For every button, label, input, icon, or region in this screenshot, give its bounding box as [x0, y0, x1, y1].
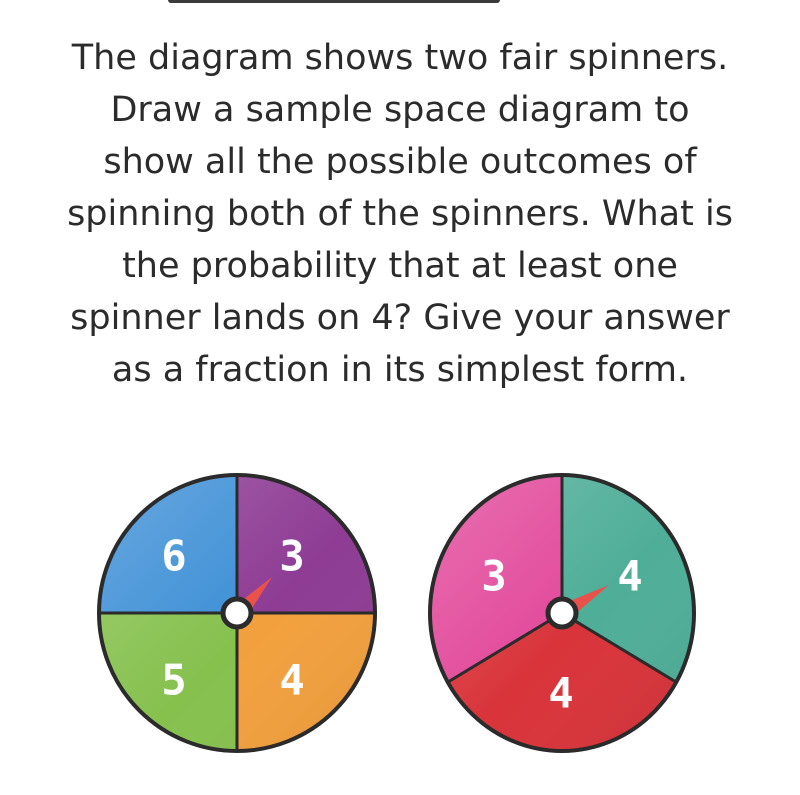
question-line: The diagram shows two fair spinners. [71, 38, 729, 78]
spinner-2: 4 4 3 [428, 473, 696, 753]
question-text: The diagram shows two fair spinners. Dra… [0, 32, 800, 396]
spinner-2-divider [561, 611, 677, 684]
question-line: show all the possible outcomes of [103, 142, 697, 182]
spinner-1-label: 6 [161, 532, 186, 581]
spinner-2-label: 4 [617, 552, 642, 601]
spinner-1-hub [220, 596, 254, 630]
question-line: spinner lands on 4? Give your answer [70, 298, 730, 338]
top-bar [168, 0, 500, 3]
spinner-2-divider [447, 611, 563, 684]
question-line: the probability that at least one [122, 246, 678, 286]
question-line: as a fraction in its simplest form. [111, 350, 689, 390]
spinner-1: 3 4 5 6 [97, 473, 377, 753]
spinner-1-label: 3 [279, 532, 304, 581]
spinner-2-label: 3 [481, 552, 506, 601]
spinner-1-label: 5 [161, 656, 186, 705]
spinner-2-hub [545, 596, 579, 630]
spinners-area: 3 4 5 6 4 4 3 [0, 455, 800, 795]
spinner-1-rim [97, 473, 377, 753]
question-line: Draw a sample space diagram to [110, 90, 690, 130]
spinner-1-label: 4 [279, 656, 304, 705]
spinner-2-label: 4 [548, 669, 573, 718]
question-line: spinning both of the spinners. What is [67, 194, 733, 234]
spinner-2-rim [428, 473, 696, 753]
